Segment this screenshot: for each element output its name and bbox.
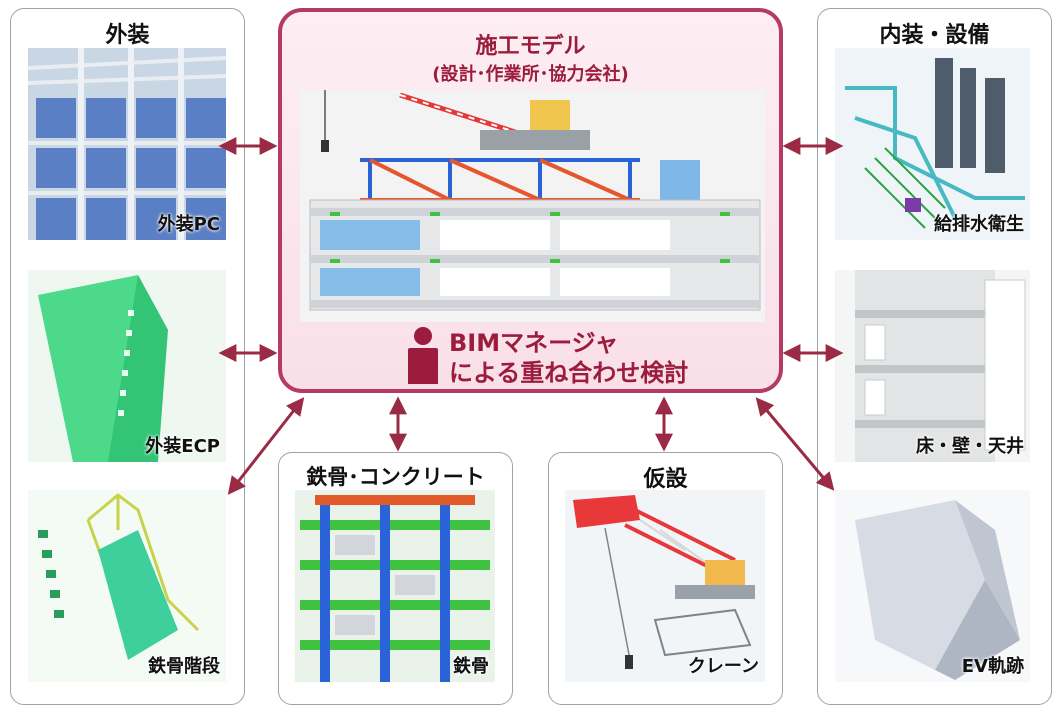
construction-model-title: 施工モデル <box>475 34 586 59</box>
caption-steel-frame: 鉄骨 <box>453 656 489 677</box>
construction-model-subtitle: (設計･作業所･協力会社) <box>432 64 629 85</box>
temporary-works-title: 仮設 <box>643 467 688 492</box>
image-steel-stairs: 鉄骨階段 <box>28 490 226 682</box>
person-icon <box>408 327 438 384</box>
image-exterior-ecp: 外装ECP <box>28 270 226 462</box>
construction-model-panel: 施工モデル (設計･作業所･協力会社) <box>278 8 783 393</box>
caption-exterior-ecp: 外装ECP <box>145 436 220 457</box>
steel-concrete-title: 鉄骨･コンクリート <box>306 465 485 489</box>
right-panel-title: 内装・設備 <box>879 23 990 48</box>
image-ev-trajectory: EV軌跡 <box>835 490 1030 682</box>
bim-manager-line1: BIMマネージャ <box>449 329 619 357</box>
caption-plumbing: 給排水衛生 <box>934 214 1024 235</box>
image-crane: クレーン <box>565 490 765 682</box>
image-plumbing: 給排水衛生 <box>835 48 1030 240</box>
bim-manager-line2: による重ね合わせ検討 <box>449 359 689 387</box>
image-construction-model <box>300 90 765 322</box>
caption-floor-wall-ceiling: 床・壁・天井 <box>916 436 1024 457</box>
image-exterior-pc: 外装PC <box>28 48 226 240</box>
caption-crane: クレーン <box>687 656 759 677</box>
caption-exterior-pc: 外装PC <box>157 214 220 235</box>
image-floor-wall-ceiling: 床・壁・天井 <box>835 270 1030 462</box>
caption-ev-trajectory: EV軌跡 <box>961 656 1024 677</box>
image-steel-frame: 鉄骨 <box>295 490 495 682</box>
caption-steel-stairs: 鉄骨階段 <box>148 656 220 677</box>
left-panel-title: 外装 <box>105 23 150 48</box>
